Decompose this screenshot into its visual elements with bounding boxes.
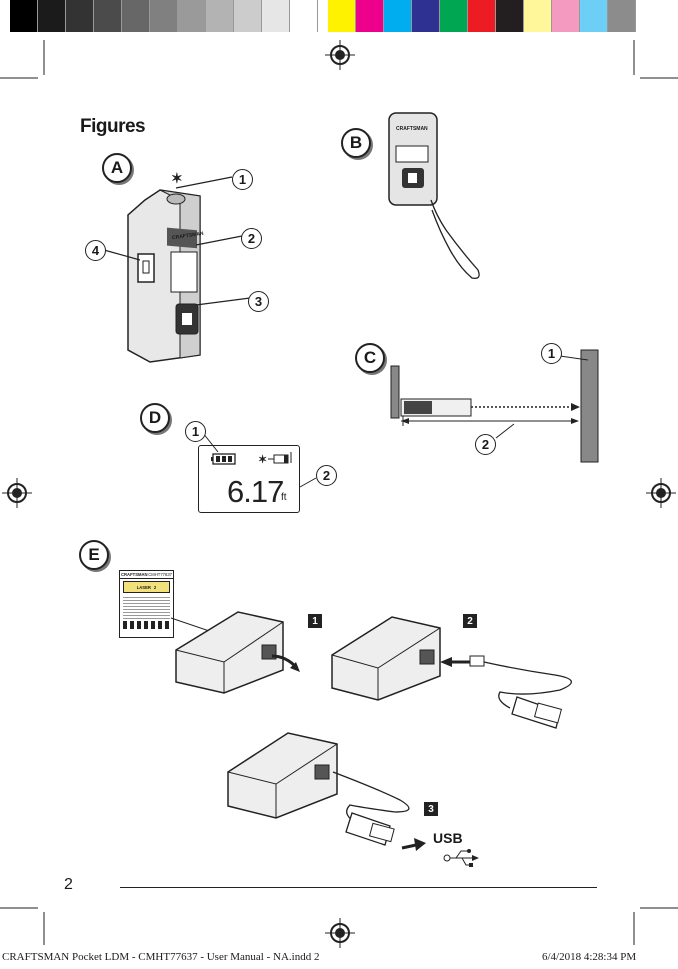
color-swatch xyxy=(412,0,440,32)
color-swatch xyxy=(356,0,384,32)
registration-mark-left xyxy=(2,478,32,508)
color-swatch xyxy=(206,0,234,32)
figure-d-distance-reading: 6.17 xyxy=(227,474,284,509)
figure-a-callout-3: 3 xyxy=(248,291,269,312)
footer-file-info: CRAFTSMAN Pocket LDM - CMHT77637 - User … xyxy=(2,951,320,963)
svg-text:✶: ✶ xyxy=(258,454,267,466)
figure-c-callout-2: 2 xyxy=(475,434,496,455)
color-swatch xyxy=(468,0,496,32)
color-swatch xyxy=(94,0,122,32)
figure-e-usb-label: USB xyxy=(433,830,463,846)
color-swatch xyxy=(384,0,412,32)
color-swatch xyxy=(524,0,552,32)
color-swatch xyxy=(608,0,636,32)
figure-d-callout-1: 1 xyxy=(185,421,206,442)
color-swatch xyxy=(234,0,262,32)
color-swatch xyxy=(178,0,206,32)
color-swatch xyxy=(440,0,468,32)
registration-mark-bottom xyxy=(325,918,355,948)
color-swatch xyxy=(552,0,580,32)
color-swatch xyxy=(10,0,38,32)
sticker-brand: CRAFTSMAN xyxy=(121,572,148,577)
figure-a-callout-1: 1 xyxy=(232,169,253,190)
sticker-model: CMHT77637 xyxy=(148,572,172,577)
figure-b-brand-label: CRAFTSMAN xyxy=(396,126,428,132)
color-swatch xyxy=(290,0,318,32)
registration-mark-top xyxy=(325,40,355,70)
color-swatch xyxy=(496,0,524,32)
figure-e-step-1: 1 xyxy=(308,614,322,628)
color-swatch xyxy=(262,0,290,32)
color-bar xyxy=(10,0,636,32)
color-swatch xyxy=(122,0,150,32)
color-swatch xyxy=(150,0,178,32)
figure-e-step-3: 3 xyxy=(424,802,438,816)
figure-d-callout-2: 2 xyxy=(316,465,337,486)
figure-e-label: E xyxy=(79,540,109,570)
figure-c-callout-1: 1 xyxy=(541,343,562,364)
figure-e-step-2: 2 xyxy=(463,614,477,628)
footer-timestamp: 6/4/2018 4:28:34 PM xyxy=(542,951,637,963)
color-swatch xyxy=(328,0,356,32)
sticker-class: 2 xyxy=(153,584,157,590)
color-swatch xyxy=(66,0,94,32)
page-heading: Figures xyxy=(80,116,146,137)
figure-c-label: C xyxy=(355,343,385,373)
page-number: 2 xyxy=(64,876,73,893)
color-swatch xyxy=(38,0,66,32)
figure-d-label: D xyxy=(140,403,170,433)
figure-a-callout-4: 4 xyxy=(85,240,106,261)
figure-b-label: B xyxy=(341,128,371,158)
footer-rule xyxy=(120,887,597,888)
figure-d-unit: ft xyxy=(281,492,287,503)
figure-e-sticker: CRAFTSMAN CMHT77637 LASER 2 xyxy=(119,570,174,638)
figure-a-label: A xyxy=(102,153,132,183)
svg-text:✶: ✶ xyxy=(171,170,183,186)
color-swatch xyxy=(580,0,608,32)
figure-a-callout-2: 2 xyxy=(241,228,262,249)
color-bar-gap xyxy=(318,0,328,32)
sticker-laser-label: LASER xyxy=(136,584,151,590)
registration-mark-right xyxy=(646,478,676,508)
